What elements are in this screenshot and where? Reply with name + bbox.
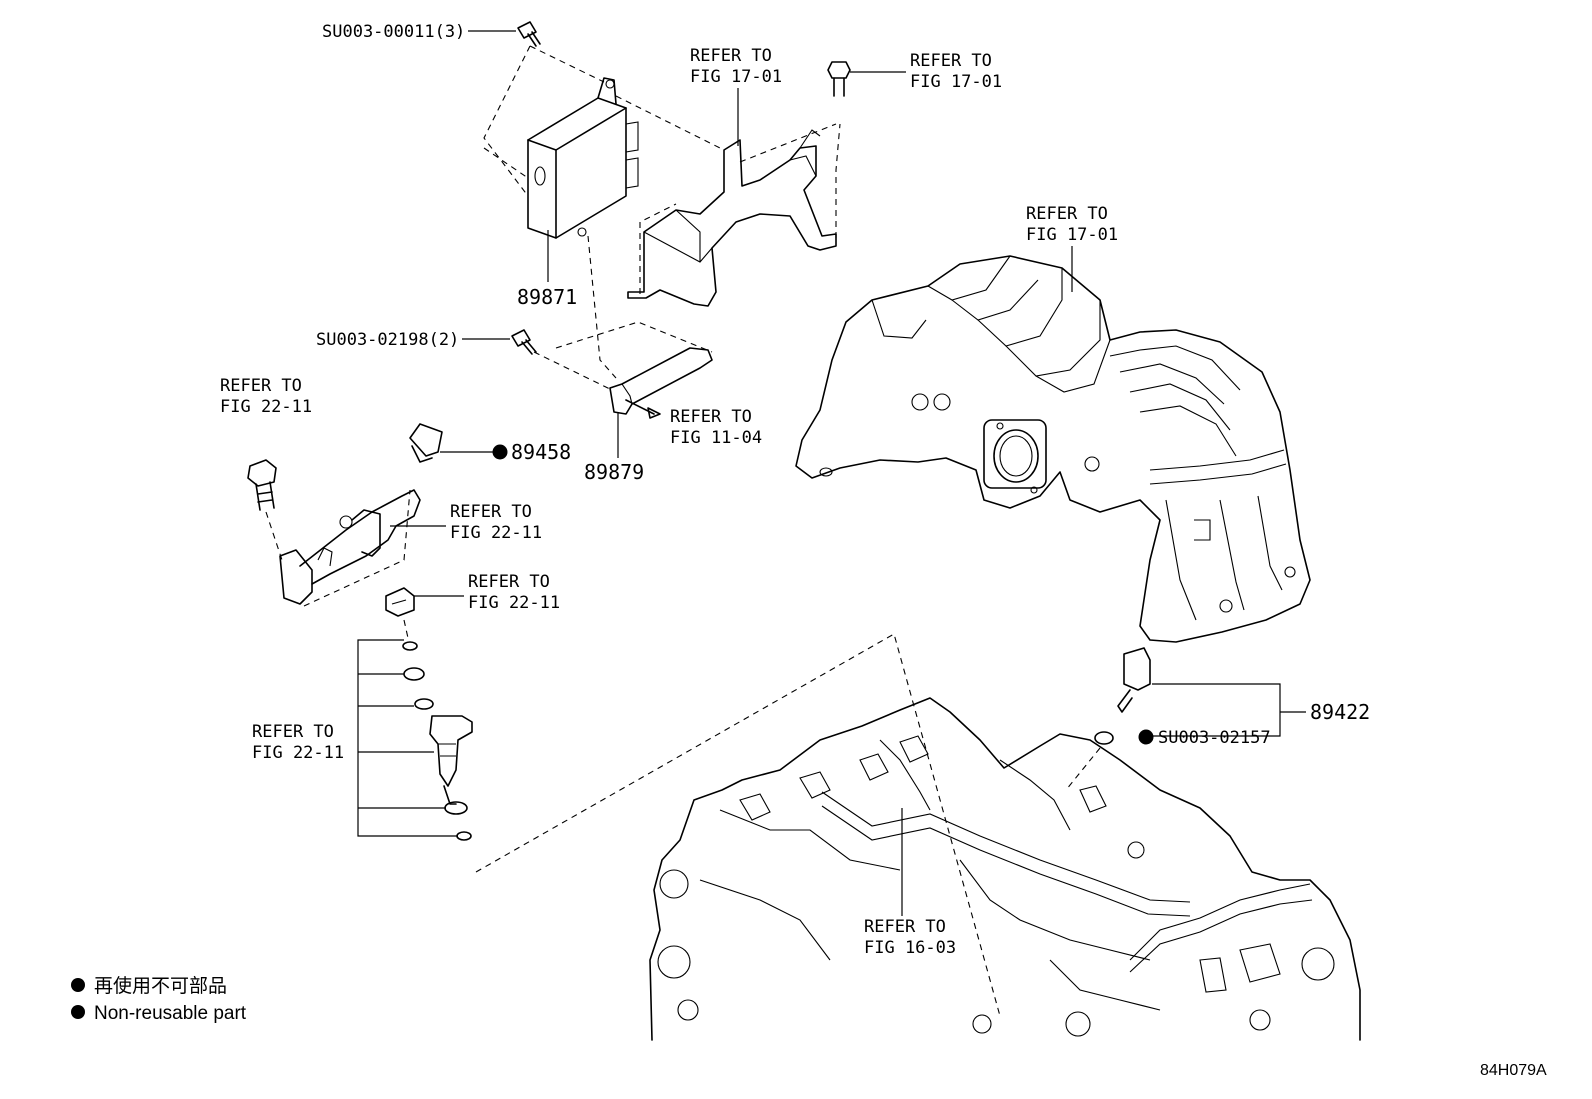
- part-number-89458: 89458: [511, 440, 571, 464]
- label-refer-manifold-line1: REFER TO: [1026, 204, 1108, 224]
- legend-text-jp: 再使用不可部品: [94, 975, 227, 997]
- fuel-delivery-pipe: [279, 489, 421, 605]
- rail-bolt: [247, 459, 277, 511]
- label-refer-top-b-line2: FIG 17-01: [910, 72, 1002, 92]
- label-refer-engine-line2: FIG 16-03: [864, 938, 956, 958]
- gasket-su003-02157: [1094, 731, 1114, 745]
- label-refer-injector-line2: FIG 22-11: [252, 743, 344, 763]
- label-refer-clip-line1: REFER TO: [468, 572, 550, 592]
- label-refer-clip-line2: FIG 22-11: [468, 593, 560, 613]
- label-refer-rail-line1: REFER TO: [450, 502, 532, 522]
- label-refer-bracket-line1: REFER TO: [670, 407, 752, 427]
- label-refer-manifold-line2: FIG 17-01: [1026, 225, 1118, 245]
- bolt-su003-02198: [511, 329, 537, 355]
- intake-manifold: [795, 255, 1311, 643]
- small-bracket-89879: [609, 347, 713, 419]
- engine-block: [649, 697, 1361, 1041]
- label-refer-left-line2: FIG 22-11: [220, 397, 312, 417]
- injector-assembly: [402, 641, 473, 841]
- illustration-code: 84H079A: [1480, 1062, 1547, 1079]
- label-refer-rail-line2: FIG 22-11: [450, 523, 542, 543]
- non-reusable-marker-gasket: [1138, 729, 1154, 745]
- label-refer-bracket-line2: FIG 11-04: [670, 428, 762, 448]
- ecu-bracket: [627, 129, 837, 307]
- label-refer-injector-line1: REFER TO: [252, 722, 334, 742]
- part-number-89879: 89879: [584, 460, 644, 484]
- ecu-module: [527, 77, 639, 239]
- legend-marker-en: [71, 1005, 85, 1019]
- label-refer-engine-line1: REFER TO: [864, 917, 946, 937]
- legend-marker-jp: [71, 978, 85, 992]
- injector-clip: [385, 587, 415, 617]
- legend-text-en: Non-reusable part: [94, 1003, 247, 1024]
- non-reusable-marker-89458: [492, 444, 508, 460]
- label-gasket-su003-02157: SU003-02157: [1158, 728, 1271, 748]
- label-refer-top-a-line2: FIG 17-01: [690, 67, 782, 87]
- bolt-su003-00011: [517, 21, 541, 47]
- label-refer-top-a-line1: REFER TO: [690, 46, 772, 66]
- label-refer-left-line1: REFER TO: [220, 376, 302, 396]
- label-bolt-su003-00011: SU003-00011(3): [322, 22, 465, 42]
- part-number-89871: 89871: [517, 285, 577, 309]
- label-bolt-su003-02198: SU003-02198(2): [316, 330, 459, 350]
- bolt-refer-17-01: [827, 61, 851, 97]
- cam-position-sensor-89458: [409, 423, 443, 463]
- coolant-temp-sensor-89422: [1117, 647, 1151, 713]
- label-refer-top-b-line1: REFER TO: [910, 51, 992, 71]
- part-number-89422: 89422: [1310, 700, 1370, 724]
